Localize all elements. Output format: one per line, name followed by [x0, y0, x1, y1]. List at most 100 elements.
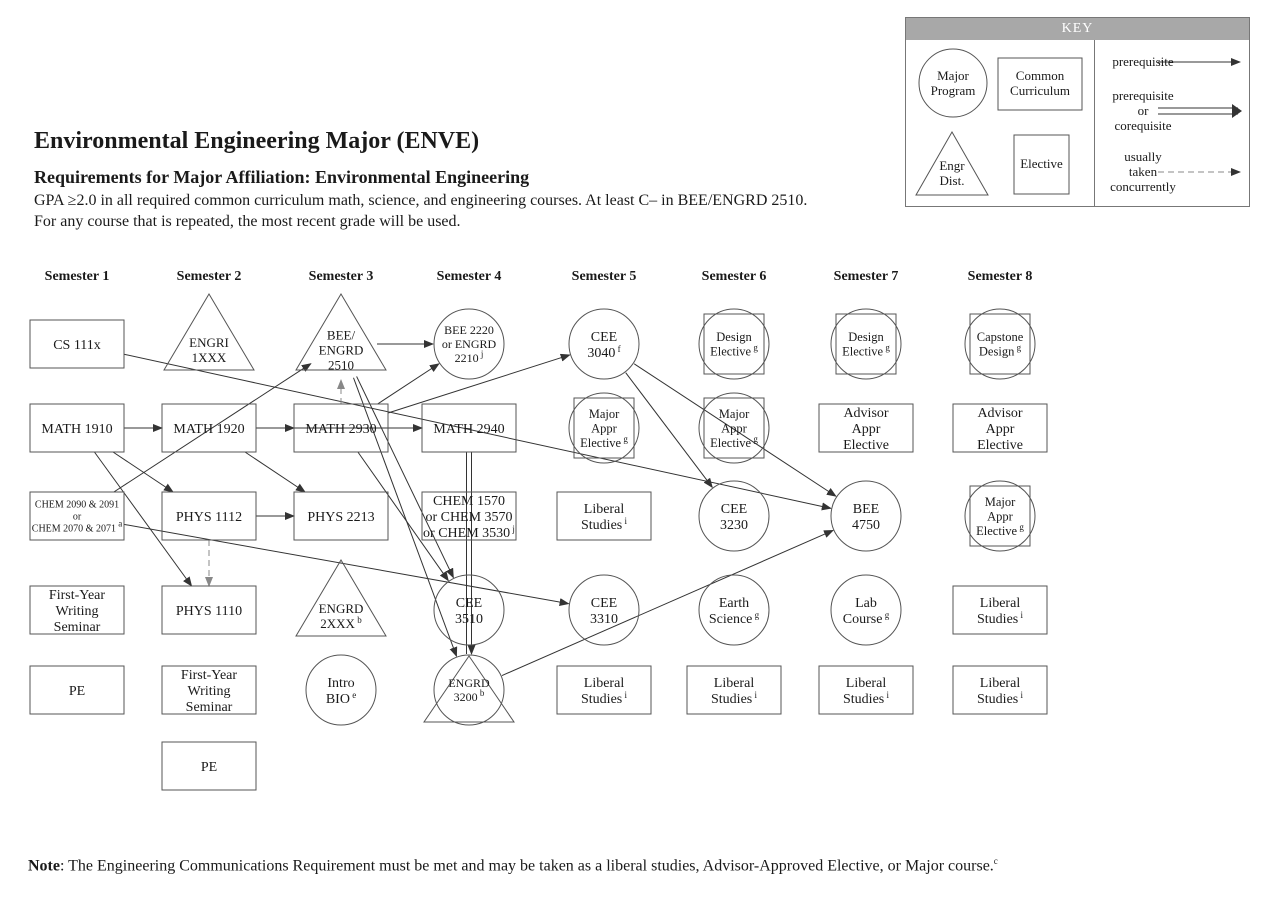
course-label: PE — [69, 684, 85, 699]
edge-math1910-phys1110 — [94, 451, 193, 587]
edge-cee3040-bee4750 — [633, 363, 837, 497]
course-label: MATH 2940 — [433, 422, 504, 437]
page-subtitle: Requirements for Major Affiliation: Envi… — [34, 167, 530, 187]
edge-math1910-phys1112 — [112, 451, 174, 493]
edge-bee2510-engrd3200 — [353, 377, 458, 658]
course-label: MATH 1910 — [41, 422, 112, 437]
semester-header: Semester 8 — [968, 269, 1033, 284]
course-phys2213: PHYS 2213 — [293, 491, 389, 541]
edge-math2930-bee2220 — [377, 363, 440, 405]
requirements-line-gpa: GPA ≥2.0 in all required common curricul… — [34, 192, 808, 209]
course-label: PE — [201, 760, 217, 775]
edge-bee2510-cee3510 — [356, 376, 454, 579]
key-elective-label: Elective — [1020, 156, 1063, 171]
key-common-rect — [997, 57, 1083, 111]
key-engr-triangle — [915, 130, 989, 196]
note-label: Note — [28, 857, 60, 875]
key-divider — [1094, 40, 1095, 206]
footnote: Note: The Engineering Communications Req… — [28, 856, 998, 875]
course-label: MATH 2930 — [305, 422, 376, 437]
semester-header: Semester 4 — [437, 269, 502, 284]
note-sup: c — [993, 856, 998, 866]
note-text: : The Engineering Communications Require… — [59, 857, 994, 875]
key-elective-rect — [1013, 134, 1070, 195]
course-label: PHYS 1112 — [176, 510, 242, 525]
course-label: PHYS 2213 — [307, 510, 374, 525]
semester-header: Semester 2 — [177, 269, 242, 284]
semester-header: Semester 6 — [702, 269, 767, 284]
requirements-line-repeat: For any course that is repeated, the mos… — [34, 213, 461, 230]
key-header: KEY — [906, 18, 1249, 40]
edge-math2930-cee3510 — [357, 451, 449, 582]
key-prereq-label: prerequisite — [1112, 54, 1174, 69]
edge-chem2090-bee2510 — [113, 363, 312, 493]
edge-math1920-phys2213 — [244, 451, 306, 493]
course-phys1110: PHYS 1110 — [161, 585, 257, 635]
semester-header: Semester 1 — [45, 269, 110, 284]
course-pe1: PE — [29, 665, 125, 715]
key-shapes — [915, 48, 1242, 196]
course-math2930: MATH 2930 — [293, 403, 389, 453]
edge-cee3040-cee3230 — [625, 372, 713, 489]
course-math1910: MATH 1910 — [29, 403, 125, 453]
edge-engrd3200-bee4750 — [501, 529, 834, 677]
key-major-circle — [918, 48, 988, 118]
course-phys1112: PHYS 1112 — [161, 491, 257, 541]
course-label: MATH 1920 — [173, 422, 244, 437]
requirements-text: GPA ≥2.0 in all required common curricul… — [34, 190, 914, 232]
course-label: CS 111x — [53, 338, 101, 353]
